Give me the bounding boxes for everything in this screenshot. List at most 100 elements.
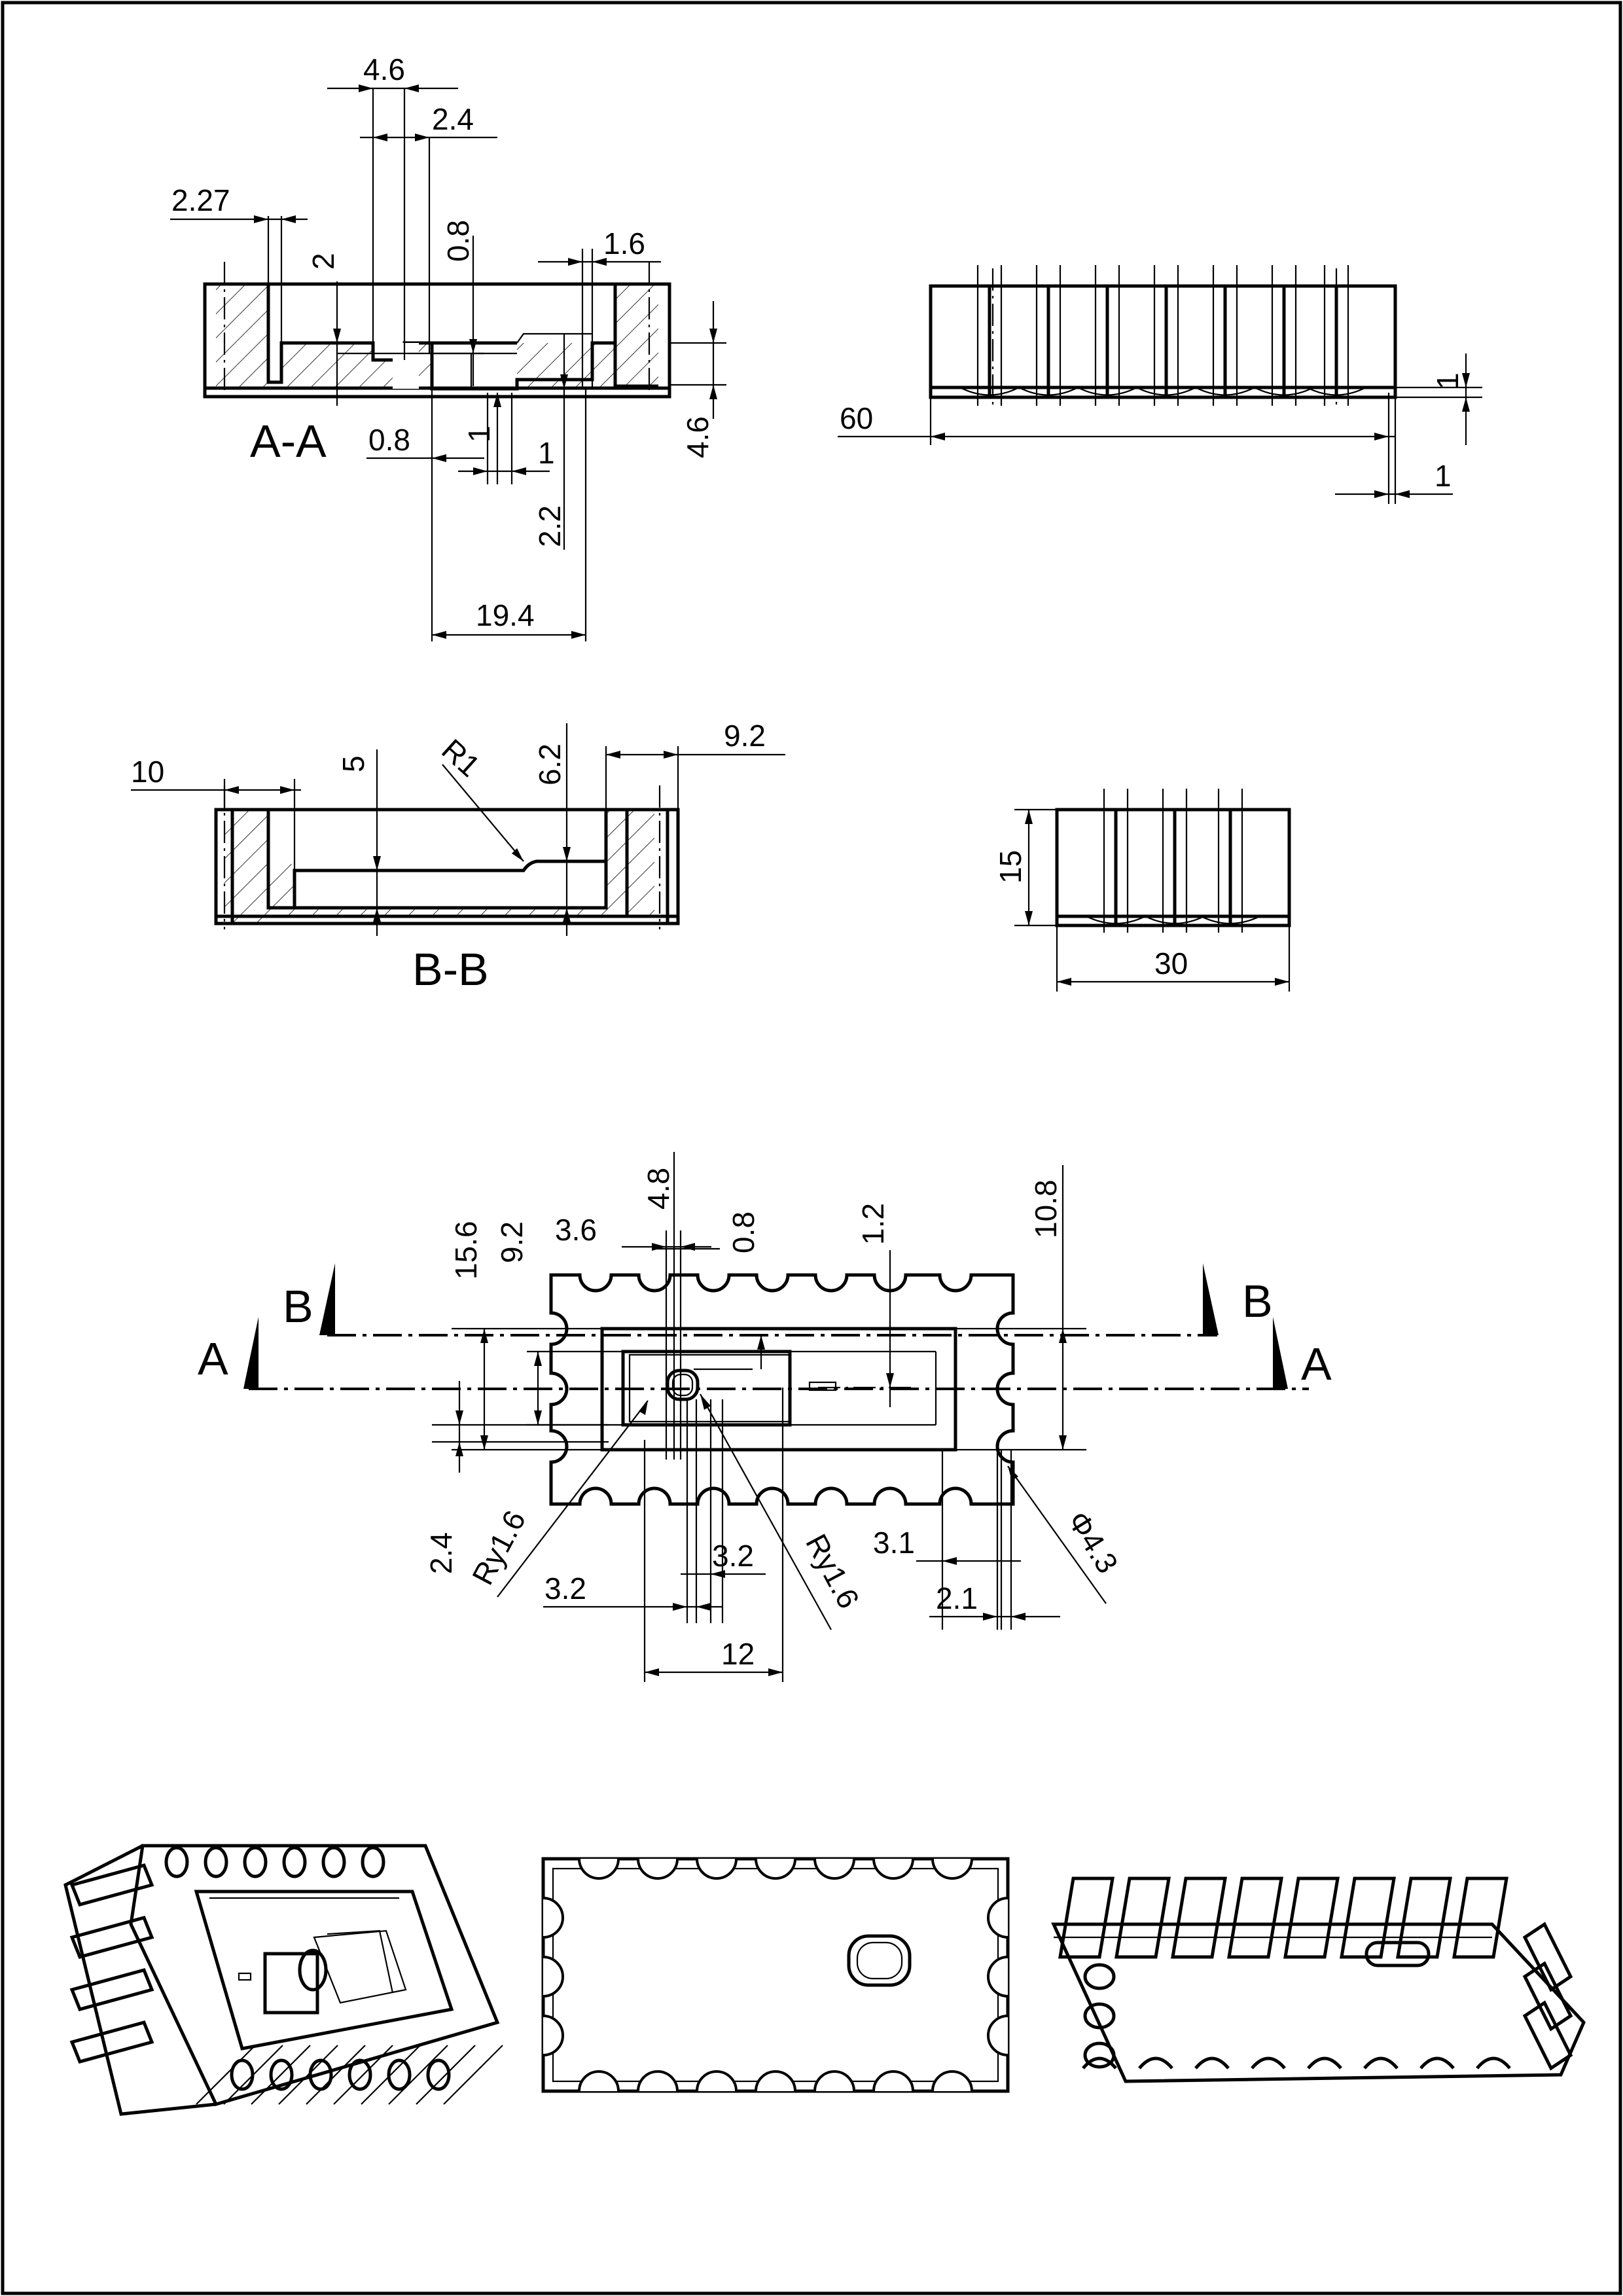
top-dim-3-1: 3.1 xyxy=(873,1526,915,1560)
aa-dim-1-6: 1.6 xyxy=(603,226,645,260)
front-rib-scallop xyxy=(1018,387,1079,396)
iso-left-side-rib xyxy=(69,1968,154,2011)
front-rib-scallop xyxy=(959,387,1020,396)
iso-top-scallop xyxy=(931,1858,973,1880)
top-dim-4-8: 4.8 xyxy=(641,1168,675,1210)
iso-top-scallop xyxy=(872,1858,914,1880)
iso-right-side-hole xyxy=(1083,1963,1116,1990)
cut-marker-a-left: A xyxy=(198,1333,228,1384)
iso-right-scallop xyxy=(987,2015,1008,2056)
side-dim-15: 15 xyxy=(993,850,1027,884)
iso-right-bottom-scallop xyxy=(1307,2056,1342,2070)
aa-section-label: A-A xyxy=(250,416,327,467)
iso-view-left xyxy=(63,1844,503,2116)
iso-right-bottom-scallop xyxy=(1476,2056,1511,2070)
iso-right-top-rib xyxy=(1227,1876,1283,1959)
top-dim-1-2: 1.2 xyxy=(856,1203,890,1245)
iso-left-side-rib xyxy=(69,1916,154,1959)
iso-left-top-hole xyxy=(361,1846,385,1878)
aa-dim-2-2: 2.2 xyxy=(533,505,567,547)
cut-marker-b-left: B xyxy=(283,1281,313,1332)
iso-right-bottom-scallop xyxy=(1251,2056,1286,2070)
iso-bottom-scallop xyxy=(931,2070,973,2092)
iso-left-bottom-hole xyxy=(426,2058,451,2091)
top-dim-2-4: 2.4 xyxy=(424,1532,458,1574)
cut-marker-b-right: B xyxy=(1242,1276,1273,1327)
aa-dim-2-4: 2.4 xyxy=(432,102,474,136)
top-dim-3-2-left: 3.2 xyxy=(544,1571,586,1605)
top-dim-10-8: 10.8 xyxy=(1029,1179,1063,1238)
iso-top-scallop xyxy=(755,1858,796,1880)
iso-bottom-scallop xyxy=(637,2070,679,2092)
iso-left-bottom-rib xyxy=(223,2045,283,2105)
iso-left-top-hole xyxy=(164,1846,189,1878)
aa-dim-19-4: 19.4 xyxy=(476,598,535,632)
aa-dim-4-6-height: 4.6 xyxy=(681,416,715,458)
aa-dim-1-horiz: 1 xyxy=(538,436,555,470)
top-dim-ry1-6-left: Ry1.6 xyxy=(465,1505,532,1590)
iso-top-scallop xyxy=(696,1858,738,1880)
iso-left-bottom-rib xyxy=(361,2045,421,2105)
iso-view-right xyxy=(1051,1876,1586,2083)
iso-right-top-rib xyxy=(1171,1876,1227,1959)
iso-bottom-scallop xyxy=(813,2070,855,2092)
side-rib-scallop xyxy=(1200,916,1260,925)
iso-right-side-rib xyxy=(1522,1961,1573,2032)
iso-right-top-rib xyxy=(1283,1876,1340,1959)
aa-dim-0-8-vert: 0.8 xyxy=(441,220,475,262)
iso-top-scallop xyxy=(637,1858,679,1880)
iso-right-top-rib xyxy=(1340,1876,1396,1959)
iso-right-bottom-scallop xyxy=(1419,2056,1455,2070)
iso-view-middle xyxy=(541,1857,1010,2093)
top-dim-15-6: 15.6 xyxy=(449,1221,483,1280)
front-dim-1-vert: 1 xyxy=(1431,372,1465,389)
top-dim-2-1: 2.1 xyxy=(936,1581,978,1615)
iso-right-top-rib xyxy=(1452,1876,1508,1959)
front-rib-scallop xyxy=(1195,387,1255,396)
aa-dim-4-6-width: 4.6 xyxy=(363,52,405,86)
iso-left-scallop xyxy=(543,1897,564,1939)
top-dim-phi-4-3: Φ4.3 xyxy=(1061,1505,1125,1579)
aa-hatched-body xyxy=(216,284,658,389)
cut-marker-a-right: A xyxy=(1301,1338,1332,1390)
iso-right-bottom-scallop xyxy=(1138,2056,1173,2070)
side-view: 15 30 xyxy=(993,789,1291,992)
iso-left-bottom-hole xyxy=(269,2058,294,2091)
iso-bottom-scallop xyxy=(872,2070,914,2092)
aa-dim-1-vert: 1 xyxy=(462,425,496,442)
top-view: A B B A 15.6 9.2 3.6 4.8 0.8 1.2 10.8 2.… xyxy=(198,1152,1332,1682)
iso-right-top-rib xyxy=(1396,1876,1452,1959)
front-dim-60: 60 xyxy=(840,401,873,435)
iso-bottom-scallop xyxy=(755,2070,796,2092)
iso-left-top-hole xyxy=(282,1846,307,1878)
iso-left-bottom-rib xyxy=(333,2045,393,2105)
iso-top-scallop xyxy=(813,1858,855,1880)
iso-left-top-hole xyxy=(321,1846,346,1878)
section-aa-view: 4.6 2.4 2.27 2 0.8 1.6 4.6 A-A 0.8 1 1 2… xyxy=(170,52,726,641)
iso-right-side-rib xyxy=(1522,1922,1573,1992)
iso-right-side-hole xyxy=(1083,2041,1116,2069)
bb-section-label: B-B xyxy=(412,944,489,995)
iso-right-scallop xyxy=(987,1956,1008,1998)
iso-left-scallop xyxy=(543,2015,564,2056)
iso-left-bottom-hole xyxy=(348,2058,372,2091)
aa-dim-2: 2 xyxy=(306,253,340,270)
iso-right-side-hole xyxy=(1083,2002,1116,2030)
iso-right-side-rib xyxy=(1522,2000,1573,2071)
aa-dim-0-8-horiz: 0.8 xyxy=(368,423,410,457)
bb-dim-10: 10 xyxy=(131,755,164,789)
front-view: 60 1 1 xyxy=(838,265,1482,504)
side-rib-scallop xyxy=(1086,916,1146,925)
front-dim-1-horiz: 1 xyxy=(1435,459,1452,493)
iso-right-bottom-scallop xyxy=(1082,2056,1117,2070)
iso-top-scallop xyxy=(578,1858,620,1880)
iso-left-bottom-rib xyxy=(443,2045,503,2105)
top-dim-9-2: 9.2 xyxy=(495,1221,529,1263)
top-dim-12: 12 xyxy=(721,1637,755,1671)
iso-left-bottom-rib xyxy=(278,2045,338,2105)
front-rib-scallop xyxy=(1077,387,1137,396)
iso-left-bottom-rib xyxy=(196,2045,256,2105)
iso-left-scallop xyxy=(543,1956,564,1998)
top-dim-3-2-right: 3.2 xyxy=(712,1539,754,1573)
